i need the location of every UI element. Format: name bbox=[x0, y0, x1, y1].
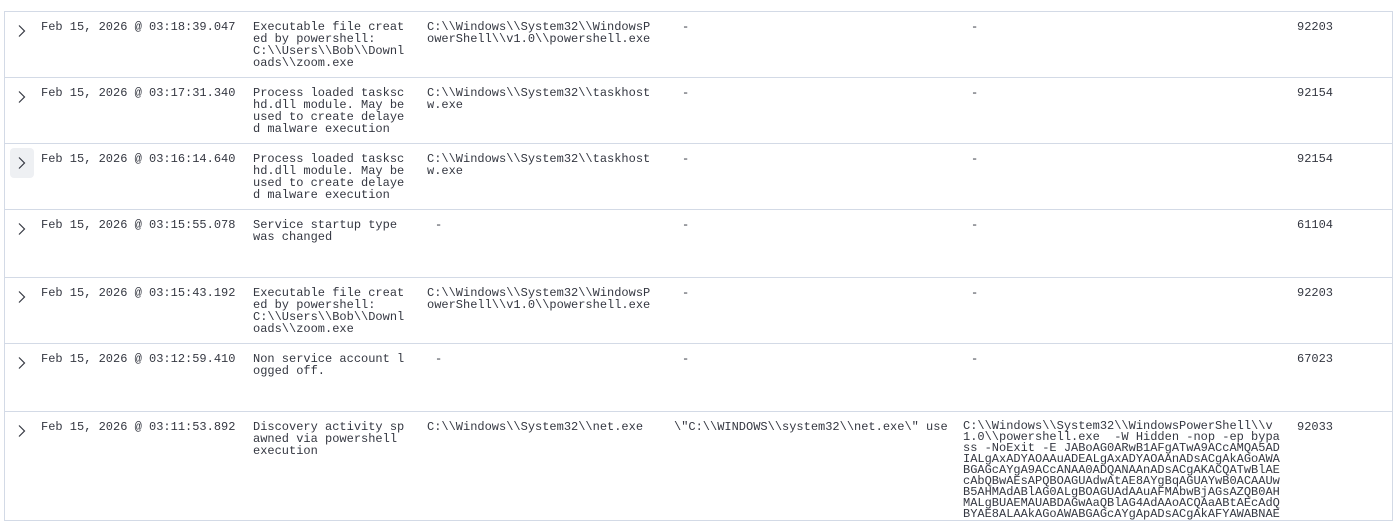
table-row: Feb 15, 2026 @ 03:18:39.047 Executable f… bbox=[5, 11, 1392, 77]
command-line-cell: - bbox=[971, 218, 979, 232]
command-line-cell: - bbox=[971, 286, 979, 300]
process-cell: C:\\Windows\\System32\\WindowsPowerShell… bbox=[427, 286, 651, 312]
timestamp-cell: Feb 15, 2026 @ 03:16:14.640 bbox=[41, 152, 236, 166]
timestamp-cell: Feb 15, 2026 @ 03:15:55.078 bbox=[41, 218, 236, 232]
description-cell: Executable file created by powershell: C… bbox=[253, 20, 405, 70]
process-cell: - bbox=[435, 218, 443, 232]
process-cell: C:\\Windows\\System32\\net.exe bbox=[427, 420, 644, 434]
chevron-right-icon bbox=[18, 157, 26, 169]
expand-row-button[interactable] bbox=[10, 416, 34, 446]
command-line-cell: C:\\Windows\\System32\\WindowsPowerShell… bbox=[963, 419, 1280, 521]
table-row: Feb 15, 2026 @ 03:11:53.892 Discovery ac… bbox=[5, 411, 1392, 520]
parent-command-cell: - bbox=[682, 20, 690, 34]
timestamp-cell: Feb 15, 2026 @ 03:17:31.340 bbox=[41, 86, 236, 100]
timestamp-cell: Feb 15, 2026 @ 03:11:53.892 bbox=[41, 420, 236, 434]
parent-command-cell: - bbox=[682, 286, 690, 300]
description-cell: Process loaded taskschd.dll module. May … bbox=[253, 86, 412, 136]
process-cell: C:\\Windows\\System32\\taskhostw.exe bbox=[427, 152, 651, 178]
timestamp-cell: Feb 15, 2026 @ 03:18:39.047 bbox=[41, 20, 236, 34]
event-id-cell: 92154 bbox=[1297, 86, 1334, 100]
table-row: Feb 15, 2026 @ 03:12:59.410 Non service … bbox=[5, 343, 1392, 411]
parent-command-cell: - bbox=[682, 152, 690, 166]
parent-command-cell: - bbox=[682, 352, 690, 366]
table-row: Feb 15, 2026 @ 03:15:43.192 Executable f… bbox=[5, 277, 1392, 343]
chevron-right-icon bbox=[18, 25, 26, 37]
command-line-cell: - bbox=[971, 20, 979, 34]
expand-row-button[interactable] bbox=[10, 148, 34, 178]
description-cell: Process loaded taskschd.dll module. May … bbox=[253, 152, 412, 202]
event-id-cell: 92203 bbox=[1297, 286, 1334, 300]
event-id-cell: 67023 bbox=[1297, 352, 1334, 366]
expand-row-button[interactable] bbox=[10, 16, 34, 46]
table-row: Feb 15, 2026 @ 03:15:55.078 Service star… bbox=[5, 209, 1392, 277]
chevron-right-icon bbox=[18, 223, 26, 235]
description-cell: Discovery activity spawned via powershel… bbox=[253, 420, 405, 458]
expand-row-button[interactable] bbox=[10, 214, 34, 244]
table-row: Feb 15, 2026 @ 03:17:31.340 Process load… bbox=[5, 77, 1392, 143]
parent-command-cell: - bbox=[682, 86, 690, 100]
events-table: Feb 15, 2026 @ 03:18:39.047 Executable f… bbox=[4, 11, 1393, 521]
expand-row-button[interactable] bbox=[10, 282, 34, 312]
command-line-cell: - bbox=[971, 86, 979, 100]
process-cell: C:\\Windows\\System32\\WindowsPowerShell… bbox=[427, 20, 651, 46]
table-row: Feb 15, 2026 @ 03:16:14.640 Process load… bbox=[5, 143, 1392, 209]
description-cell: Executable file created by powershell: C… bbox=[253, 286, 405, 336]
process-cell: C:\\Windows\\System32\\taskhostw.exe bbox=[427, 86, 651, 112]
event-id-cell: 92154 bbox=[1297, 152, 1334, 166]
timestamp-cell: Feb 15, 2026 @ 03:15:43.192 bbox=[41, 286, 236, 300]
description-cell: Non service account logged off. bbox=[253, 352, 405, 378]
chevron-right-icon bbox=[18, 425, 26, 437]
chevron-right-icon bbox=[18, 291, 26, 303]
expand-row-button[interactable] bbox=[10, 82, 34, 112]
chevron-right-icon bbox=[18, 357, 26, 369]
timestamp-cell: Feb 15, 2026 @ 03:12:59.410 bbox=[41, 352, 236, 366]
chevron-right-icon bbox=[18, 91, 26, 103]
event-id-cell: 92033 bbox=[1297, 420, 1334, 434]
event-id-cell: 92203 bbox=[1297, 20, 1334, 34]
description-cell: Service startup type was changed bbox=[253, 218, 405, 244]
process-cell: - bbox=[435, 352, 443, 366]
expand-row-button[interactable] bbox=[10, 348, 34, 378]
parent-command-cell: - bbox=[682, 218, 690, 232]
event-id-cell: 61104 bbox=[1297, 218, 1334, 232]
command-line-cell: - bbox=[971, 352, 979, 366]
command-line-cell: - bbox=[971, 152, 979, 166]
parent-command-cell: \"C:\\WINDOWS\\system32\\net.exe\" use bbox=[674, 420, 948, 434]
